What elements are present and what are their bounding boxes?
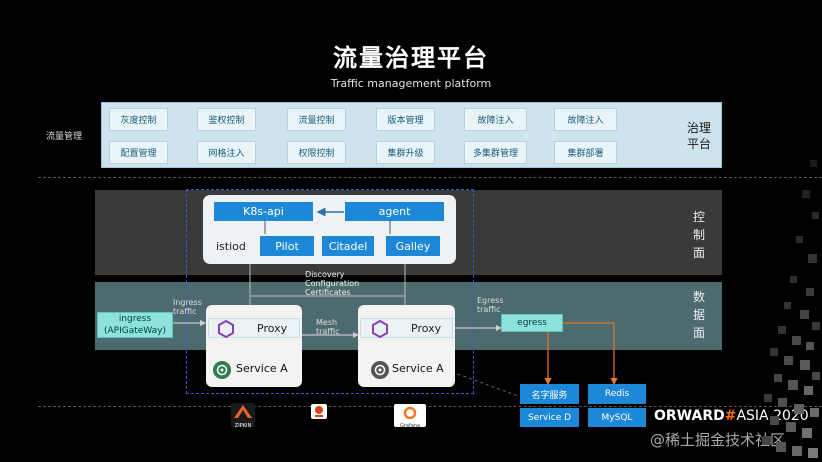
name-service-node[interactable]: 名字服务 [520, 384, 579, 404]
decorative-mosaic [762, 160, 820, 458]
separator-line [38, 177, 822, 178]
proxy-hexagon-icon [372, 320, 388, 338]
arrow-egress-to-redis [562, 322, 618, 386]
gov-item-auth-control[interactable]: 鉴权控制 [197, 108, 256, 131]
dashed-link-external [451, 371, 519, 397]
pod-2: Proxy Service A [358, 305, 455, 387]
pod-1: Proxy Service A [206, 305, 302, 387]
jaeger-icon [315, 406, 323, 417]
k8s-api-node[interactable]: K8s-api [214, 202, 313, 221]
event-prefix: ORWARD [654, 408, 725, 424]
service-gear-icon [213, 361, 231, 379]
governance-platform-band: 灰度控制 鉴权控制 流量控制 版本管理 故障注入 故障注入 配置管理 网格注入 … [101, 102, 722, 168]
service-gear-icon [371, 361, 389, 379]
egress-gateway-box[interactable]: egress [501, 314, 563, 332]
grafana-icon [403, 406, 417, 420]
proxy-box-2[interactable]: Proxy [360, 318, 453, 338]
service-a-1[interactable]: Service A [212, 358, 298, 382]
egress-traffic-label: Egress traffic [477, 296, 504, 314]
config-distribution-line [249, 264, 406, 297]
event-hash: # [724, 408, 737, 424]
gov-item-gray-release[interactable]: 灰度控制 [109, 108, 168, 131]
jaeger-logo [311, 404, 327, 419]
gov-item-fault-injection-2[interactable]: 故障注入 [554, 108, 617, 131]
gov-item-multi-cluster[interactable]: 多集群管理 [464, 141, 527, 164]
mesh-boundary [186, 189, 474, 394]
gov-side-line-1: 治理 [687, 121, 712, 135]
gov-item-cluster-upgrade[interactable]: 集群升级 [376, 141, 435, 164]
gov-item-fault-injection-1[interactable]: 故障注入 [464, 108, 527, 131]
separator-line [38, 406, 822, 407]
redis-node[interactable]: Redis [588, 384, 646, 404]
ingress-traffic-label: Ingress traffic [173, 298, 202, 316]
control-plane-label: 控 制 面 [692, 210, 705, 260]
proxy-hexagon-icon [218, 320, 234, 338]
data-plane-label: 数 据 面 [692, 290, 705, 340]
istiod-box: K8s-api agent istiod Pilot Citadel Galle… [203, 195, 456, 264]
proxy-label-2: Proxy [411, 322, 442, 335]
mesh-traffic-label: Mesh traffic [316, 318, 340, 336]
event-branding: ORWARD#ASIA 2020 [654, 408, 809, 424]
galley-node[interactable]: Galley [386, 236, 440, 256]
service-d-node[interactable]: Service D [520, 408, 579, 427]
proxy-box-1[interactable]: Proxy [208, 318, 300, 338]
agent-node[interactable]: agent [345, 202, 444, 221]
governance-side-label: 治理 平台 [687, 120, 711, 152]
citadel-node[interactable]: Citadel [322, 236, 374, 256]
zipkin-logo: ZIPKIN [231, 403, 255, 429]
grafana-logo: Grafana [394, 404, 426, 429]
gov-side-line-2: 平台 [687, 137, 712, 151]
gov-item-config-management[interactable]: 配置管理 [109, 141, 168, 164]
watermark: @稀土掘金技术社区 [650, 431, 786, 449]
pilot-node[interactable]: Pilot [260, 236, 314, 256]
gov-item-permission-control[interactable]: 权限控制 [287, 141, 346, 164]
service-label-2: Service A [392, 362, 444, 375]
mysql-node[interactable]: MySQL [588, 408, 646, 427]
distribution-labels: Discovery Configuration Certificates [305, 270, 360, 297]
page-subtitle: Traffic management platform [330, 77, 492, 90]
gov-item-version-management[interactable]: 版本管理 [376, 108, 435, 131]
istiod-label: istiod [216, 240, 246, 253]
zipkin-icon [234, 405, 252, 418]
service-label-1: Service A [236, 362, 288, 375]
service-a-2[interactable]: Service A [370, 358, 452, 382]
gov-item-cluster-deploy[interactable]: 集群部署 [554, 141, 617, 164]
gov-item-traffic-control[interactable]: 流量控制 [287, 108, 346, 131]
proxy-label-1: Proxy [257, 322, 288, 335]
ingress-gateway-box[interactable]: ingress (APIGateWay) [97, 312, 173, 338]
traffic-management-label: 流量管理 [46, 132, 83, 142]
page-title: 流量治理平台 [333, 44, 489, 72]
gov-item-mesh-injection[interactable]: 网格注入 [197, 141, 256, 164]
